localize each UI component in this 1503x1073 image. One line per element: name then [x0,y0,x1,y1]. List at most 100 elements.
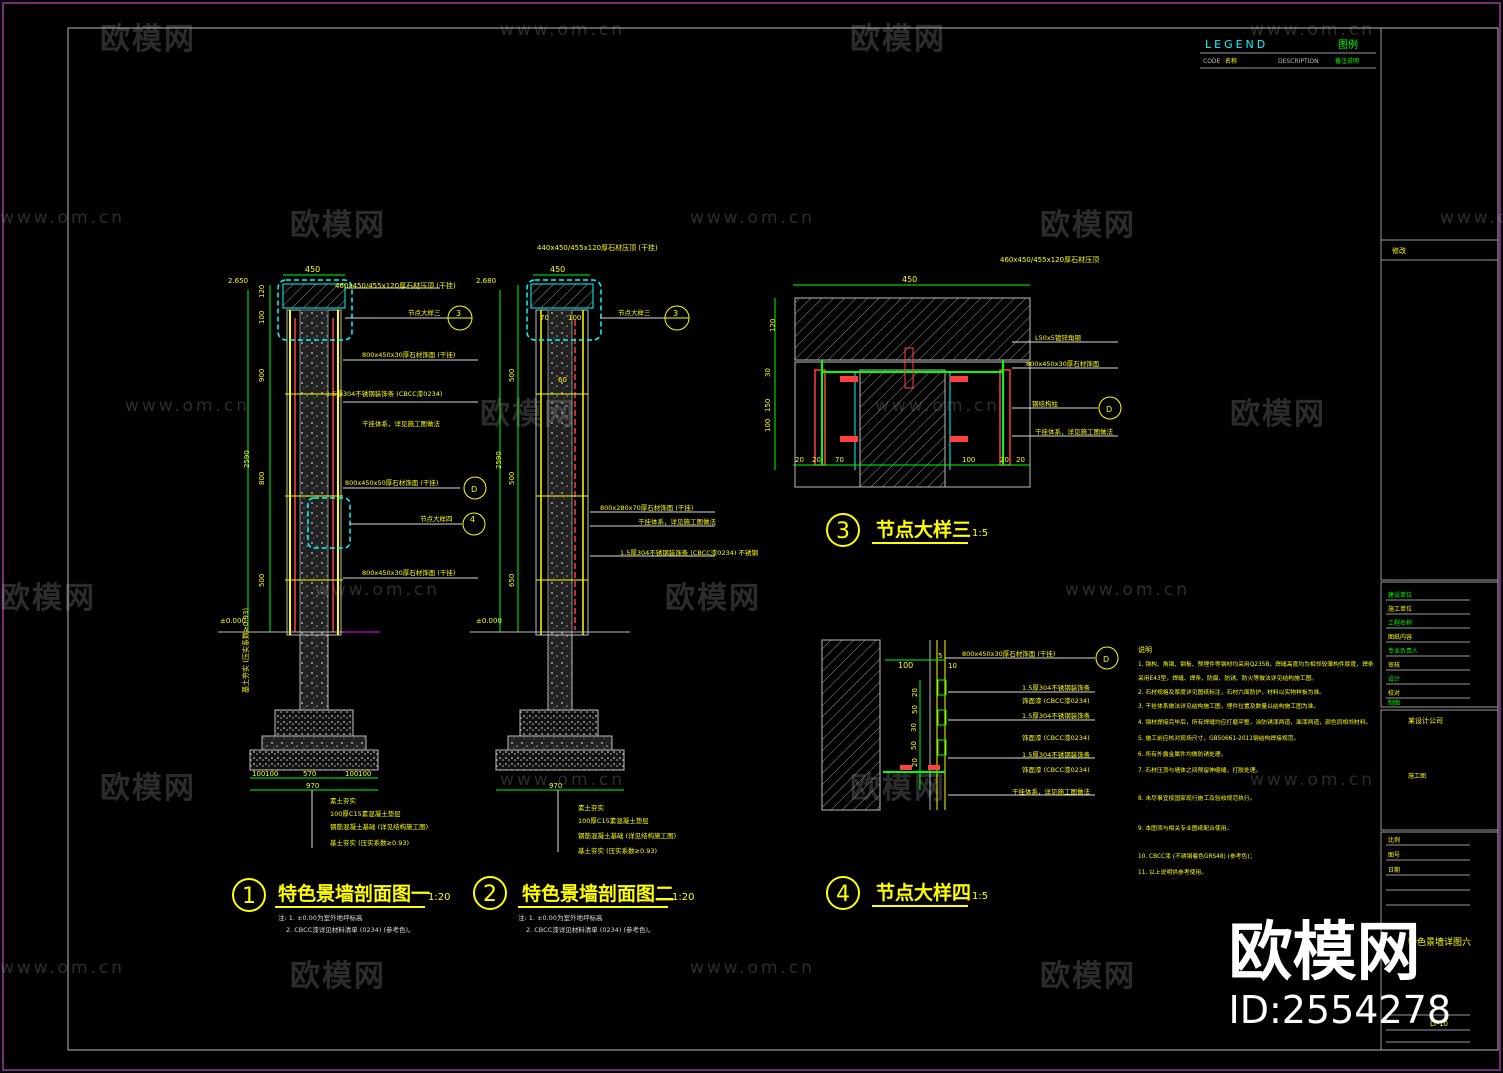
d3-label-1: L50x5镀锌角钢 [1035,333,1081,342]
legend-title: LEGEND [1205,38,1268,51]
note-line-7: 7. 石材压顶与墙体之间预留伸缩缝，打胶处理。 [1138,766,1261,774]
s1-h-total: 2590 [243,450,251,468]
title-block-text: 修改 建设单位 施工单位 工程名称 图纸内容 专业负责人 审核 设计 校对 制图… [1388,246,1471,1028]
s1-found-0: 素土夯实 [330,796,357,805]
detail-3-drawing: 450 460x450/455x120厚石材压顶 120 30 150 100 … [764,255,1122,547]
s2-label-3: 1.5厚304不锈钢装饰条 (CBCC漆0234) 不锈钢 [620,548,758,557]
s2-label-2: 干挂体系，详见施工图做法 [638,517,717,526]
d4-top-label: 800x450x30厚石材饰面 (干挂) [962,649,1055,658]
brand-name: 欧模网 [1228,916,1421,990]
s2-number: 2 [483,882,497,907]
s2-dim-100: 100 [568,314,581,322]
tb-drawing-name: 特色景墙详图六 [1408,936,1471,948]
s1-label-4: 800x450x50厚石材饰面 (干挂) [345,478,438,487]
d3-label-3: 钢结构柱 [1032,399,1059,408]
legend: LEGEND 图例 CODE 名称 DESCRIPTION 备注说明 [1200,38,1376,69]
s2-cap-label: 440x450/455x120厚石材压顶 (干挂) [537,243,658,252]
d3-bottom-3: 100 [962,456,975,464]
brand-overlay: 欧模网 ID:2554278 [1228,918,1451,1032]
s1-base-0: 100 [252,770,265,778]
tb-row-3: 图纸内容 [1388,633,1412,641]
note-line-1: 采用E43型，焊缝、焊条、防腐、防锈、防火等做法详见结构施工图。 [1138,674,1317,682]
s1-h2: 800 [258,472,266,485]
note-line-6: 6. 所有外露金属件均做防锈处理。 [1138,750,1227,758]
d4-v-1: 50 [911,705,919,714]
s1-label-3: 干挂体系，详见施工图做法 [362,419,441,428]
d4-title: 节点大样四 [876,881,971,904]
d4-label-2: 1.5厚304不锈钢装饰条 [1022,711,1091,720]
s1-base-3: 100 [345,770,358,778]
d4-label-6: 干挂体系，详见施工图做法 [1012,787,1091,796]
d3-width: 450 [902,275,917,284]
s2-label-1: 800x280x70厚石材饰面 (干挂) [600,503,693,512]
s1-ref-a: 3 [456,309,461,318]
s1-note-0: 注: 1. ±0.00为室外地坪标高 [278,913,363,922]
tb-row-5: 审核 [1388,661,1400,669]
s1-base-total: 970 [306,782,319,790]
tb-row-2: 工程名称 [1388,619,1412,627]
d3-scale: 1:5 [972,528,988,539]
note-line-0: 1. 钢构、角钢、钢板、预埋件等钢材均采用Q235B，焊缝高度均为相邻较薄构件厚… [1138,660,1374,668]
d3-h3: 100 [764,419,772,432]
d4-label-4: 1.5厚304不锈钢装饰条 [1022,750,1091,759]
tb-stage: 施工图 [1408,772,1426,780]
s2-base-total: 970 [549,782,562,790]
brand-id: ID:2554278 [1228,988,1451,1032]
s1-found-2: 钢筋混凝土基础 (详见结构施工图) [330,822,428,831]
section-2-drawing: 450 440x450/455x120厚石材压顶 (干挂) 2.680 ±0.0… [470,243,758,934]
s2-h-total: 2590 [495,451,503,469]
s1-dim-top: 450 [305,265,320,274]
s2-h1: 500 [508,369,516,382]
d3-title: 节点大样三 [876,518,971,541]
s2-callout-a: 节点大样三 [618,308,651,317]
s2-dim-60: 60 [558,376,567,384]
d4-dim-a: 100 [898,661,913,670]
note-line-8: 8. 未尽事宜按国家现行施工及验收规范执行。 [1138,794,1256,802]
s1-ref-sheet: D [471,485,477,494]
s2-h2: 500 [508,472,516,485]
legend-col2: 名称 [1225,57,1237,65]
d4-scale: 1:5 [972,891,988,902]
d4-ref: D [1103,655,1109,664]
d4-label-5: 饰面漆 (CBCC漆0234) [1022,765,1090,774]
tb-row-6: 设计 [1388,675,1400,683]
note-line-10: 10. CBCC漆 (不锈钢着色GRS48) (参考色)； [1138,852,1255,860]
s1-h1: 900 [258,369,266,382]
s2-dim-70: 70 [540,314,549,322]
s2-dim-top: 450 [550,265,565,274]
legend-col1: CODE [1203,58,1221,65]
section-1-drawing: 450 2.650 ±0.000 2590 900 800 500 120 10… [218,265,487,934]
d3-ref: D [1106,405,1112,414]
d3-bottom-2: 70 [835,456,844,464]
s2-found-1: 100厚C15素混凝土垫层 [578,816,649,825]
d4-label-1: 饰面漆 (CBCC漆0234) [1022,696,1090,705]
d4-dim-c: 10 [948,662,957,670]
s1-callout-a: 节点大样三 [408,308,441,317]
d3-label-2: 800x450x30厚石材饰面 [1026,359,1100,368]
s1-found-depth: 基土夯实 (压实系数≥0.93) [241,608,250,693]
note-line-9: 9. 本图须与相关专业图纸配合使用。 [1138,824,1232,832]
s1-base-4: 100 [358,770,371,778]
s1-title: 特色景墙剖面图一 [278,882,430,905]
s1-label-2: 1.5厚304不锈钢装饰条 (CBCC漆0234) [326,389,442,398]
tb-sheet-no: LT-10 [1430,1020,1448,1028]
tb-date: 日期 [1388,866,1400,874]
detail-4-drawing: 100 5 10 20 50 30 50 20 800x450x30厚石材饰面 … [821,639,1119,910]
s1-found-1: 100厚C15素混凝土垫层 [330,809,401,818]
s1-scale: 1:20 [428,892,450,903]
s1-base-2: 570 [303,770,316,778]
tb-row-4: 专业负责人 [1388,647,1418,655]
s1-elev-zero: ±0.000 [220,617,246,625]
note-line-4: 4. 钢材焊接完毕后，所有焊缝均应打磨平整，涂防锈漆两道，面漆两道，颜色同相邻材… [1138,718,1371,726]
d3-bottom-1: 20 [812,456,821,464]
tb-row-8: 制图 [1388,699,1400,707]
legend-title-cn: 图例 [1338,38,1358,51]
s2-title: 特色景墙剖面图二 [522,882,674,905]
s1-number: 1 [242,884,256,909]
tb-row-0: 建设单位 [1388,591,1412,599]
legend-col4: 备注说明 [1335,57,1359,65]
note-line-3: 3. 干挂体系做法详见结构施工图，埋件位置及数量以结构施工图为准。 [1138,702,1319,710]
revision-label: 修改 [1392,246,1406,255]
d3-bottom-0: 20 [795,456,804,464]
